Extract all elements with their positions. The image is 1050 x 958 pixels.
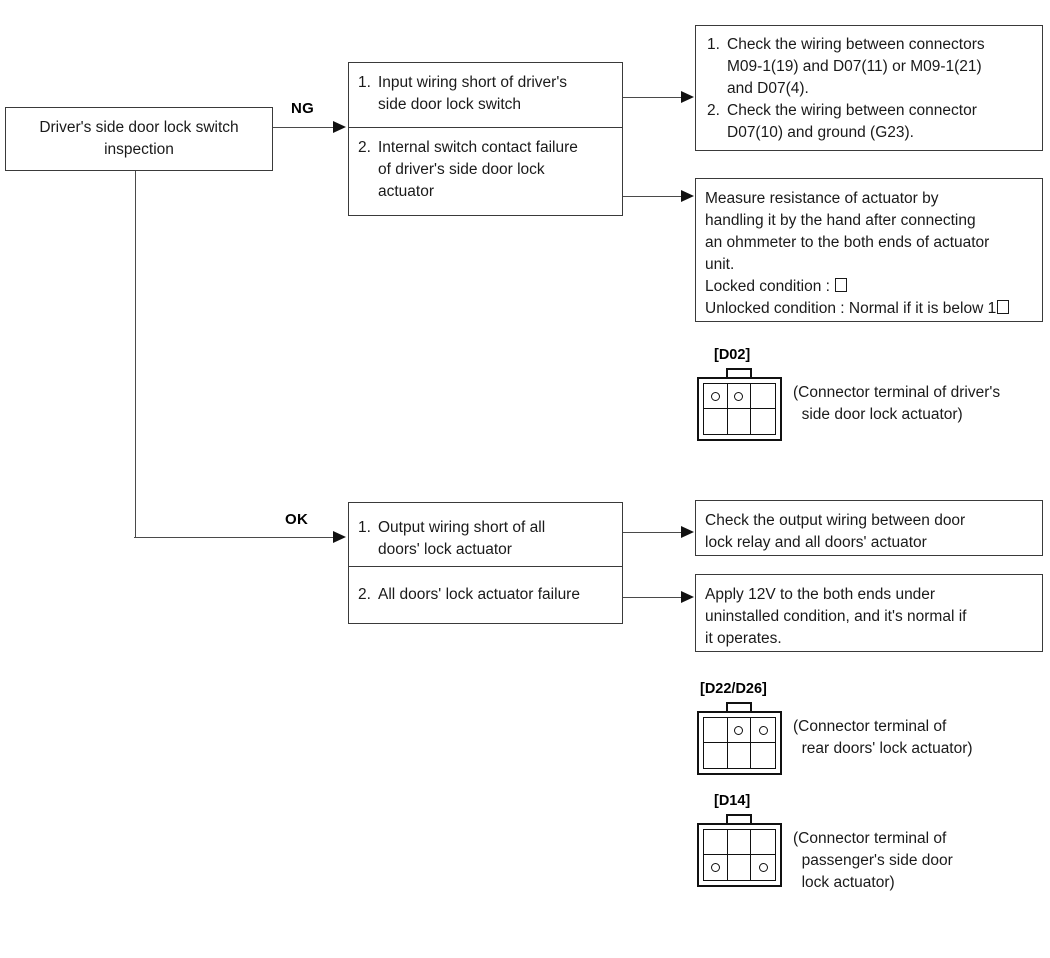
- connector-d14-tab-icon: [726, 814, 752, 825]
- connector-d02-cell-1: [704, 384, 728, 409]
- ng-cause-item-2[interactable]: 2. Internal switch contact failure of dr…: [358, 137, 616, 203]
- connector-d22-d26-cell-3: [751, 718, 775, 743]
- start-box-label-line1: Driver's side door lock switch: [39, 119, 239, 136]
- connector-d14-grid: [703, 829, 776, 881]
- ohm-symbol-missing-glyph-icon: [835, 278, 848, 292]
- ng-cause-item-1[interactable]: 1. Input wiring short of driver's side d…: [358, 72, 616, 116]
- pin-icon: [758, 725, 768, 735]
- connector-d14-cell-1: [704, 830, 728, 855]
- start-box-label-line2: inspection: [104, 141, 174, 158]
- ng-action-1-item-2-number: 2.: [707, 102, 720, 119]
- connector-d14-caption-line2: passenger's side door: [793, 852, 953, 869]
- ng-action-box-2[interactable]: [695, 178, 1043, 322]
- ohm-symbol-missing-glyph-icon-2: [997, 300, 1010, 314]
- connector-d02-label: [D02]: [714, 347, 751, 363]
- ok-causes-divider: [348, 566, 623, 567]
- ok-cause1-action-line: [623, 532, 683, 533]
- ok-cause-2-number: 2.: [358, 586, 371, 603]
- ok-cause-item-1[interactable]: 1. Output wiring short of all doors' loc…: [358, 517, 616, 561]
- ng-cause1-action-arrowhead: [681, 90, 694, 103]
- ng-action-2-line3: an ohmmeter to the both ends of actuator: [705, 234, 990, 251]
- connector-d02-cell-4: [704, 409, 728, 434]
- connector-d14-cell-4: [704, 855, 728, 880]
- connector-d14-label: [D14]: [714, 793, 751, 809]
- ng-action-2-unlocked-condition: Unlocked condition : Normal if it is bel…: [705, 298, 1050, 320]
- ng-action-1-item-1[interactable]: 1. Check the wiring between connectors M…: [707, 34, 1037, 100]
- ng-action-2-locked-condition: Locked condition :: [705, 276, 1045, 298]
- pin-icon: [758, 863, 768, 872]
- connector-d22-d26-grid: [703, 717, 776, 769]
- start-box[interactable]: [5, 107, 273, 171]
- ng-action-1-item-2[interactable]: 2. Check the wiring between connector D0…: [707, 100, 1037, 144]
- ok-cause-2-text: All doors' lock actuator failure: [378, 586, 580, 603]
- connector-d22-d26-cell-2: [727, 718, 752, 743]
- connector-d22-d26-caption-line2: rear doors' lock actuator): [793, 740, 973, 757]
- connector-d14-shell: [697, 823, 782, 887]
- connector-d14-cell-6: [751, 855, 775, 880]
- connector-d14-cell-2: [727, 830, 752, 855]
- ok-cause1-action-arrowhead: [681, 525, 694, 538]
- ok-causes-box[interactable]: [348, 502, 623, 624]
- ng-cause-1-text: Input wiring short of driver's side door…: [378, 74, 568, 113]
- ng-action-box-1[interactable]: [695, 25, 1043, 151]
- ng-branch-label: NG: [291, 100, 315, 117]
- ng-action-2-line2: handling it by the hand after connecting: [705, 212, 976, 229]
- ng-action-2-line1: Measure resistance of actuator by: [705, 190, 939, 207]
- connector-d02-tab-icon: [726, 368, 752, 379]
- ok-vertical-line: [135, 171, 136, 537]
- ok-action-1-text: Check the output wiring between door loc…: [705, 512, 966, 551]
- connector-d22-d26-caption-line1: (Connector terminal of: [793, 718, 947, 735]
- locked-condition-label: Locked condition :: [705, 278, 835, 295]
- ng-connector-line: [273, 127, 335, 128]
- connector-d14-caption-line1: (Connector terminal of: [793, 830, 947, 847]
- connector-d22-d26-cell-1: [704, 718, 728, 743]
- unlocked-condition-label: Unlocked condition : Normal if it is bel…: [705, 300, 997, 317]
- ok-cause2-action-arrowhead: [681, 590, 694, 603]
- pin-icon: [734, 391, 744, 401]
- ng-action-1-item-2-text: Check the wiring between connector D07(1…: [727, 102, 977, 141]
- ng-cause-1-number: 1.: [358, 74, 371, 91]
- connector-d02-shell: [697, 377, 782, 441]
- ok-cause2-action-line: [623, 597, 683, 598]
- connector-d02-cell-2: [727, 384, 752, 409]
- connector-d02-cell-5: [728, 409, 752, 434]
- connector-d02-cell-6: [751, 409, 775, 434]
- ok-horizontal-line: [134, 537, 336, 538]
- connector-d14-caption-line3: lock actuator): [793, 874, 895, 891]
- connector-d22-d26-label: [D22/D26]: [700, 681, 767, 697]
- connector-d22-d26-cell-5: [728, 743, 752, 768]
- connector-d22-d26-shell: [697, 711, 782, 775]
- ok-cause-item-2[interactable]: 2. All doors' lock actuator failure: [358, 584, 618, 606]
- ng-cause-2-number: 2.: [358, 139, 371, 156]
- ng-cause-2-text: Internal switch contact failure of drive…: [378, 139, 578, 200]
- ok-branch-label: OK: [285, 511, 309, 528]
- ng-cause2-action-line: [623, 196, 683, 197]
- pin-icon: [710, 391, 720, 401]
- connector-d02-cell-3: [751, 384, 775, 409]
- connector-d22-d26-cell-6: [751, 743, 775, 768]
- ng-causes-divider: [348, 127, 623, 128]
- ok-action-2-text: Apply 12V to the both ends under uninsta…: [705, 586, 967, 647]
- ng-causes-box[interactable]: [348, 62, 623, 216]
- ng-arrowhead: [333, 120, 346, 133]
- ng-action-1-item-1-number: 1.: [707, 36, 720, 53]
- ng-action-2-line4: unit.: [705, 256, 735, 273]
- ng-cause1-action-line: [623, 97, 683, 98]
- connector-d02-grid: [703, 383, 776, 435]
- ok-action-box-1[interactable]: [695, 500, 1043, 556]
- connector-d02-caption-line2: side door lock actuator): [793, 406, 963, 423]
- pin-icon: [710, 863, 720, 872]
- connector-d14-cell-5: [728, 855, 752, 880]
- connector-d14-cell-3: [751, 830, 775, 855]
- ok-action-box-2[interactable]: [695, 574, 1043, 652]
- ok-arrowhead: [333, 530, 346, 543]
- connector-d22-d26-tab-icon: [726, 702, 752, 713]
- ng-cause2-action-arrowhead: [681, 189, 694, 202]
- ng-action-1-item-1-text: Check the wiring between connectors M09-…: [727, 36, 985, 97]
- connector-d22-d26-cell-4: [704, 743, 728, 768]
- connector-d02-caption-line1: (Connector terminal of driver's: [793, 384, 1001, 401]
- pin-icon: [734, 725, 744, 735]
- ok-cause-1-text: Output wiring short of all doors' lock a…: [378, 519, 546, 558]
- ok-cause-1-number: 1.: [358, 519, 371, 536]
